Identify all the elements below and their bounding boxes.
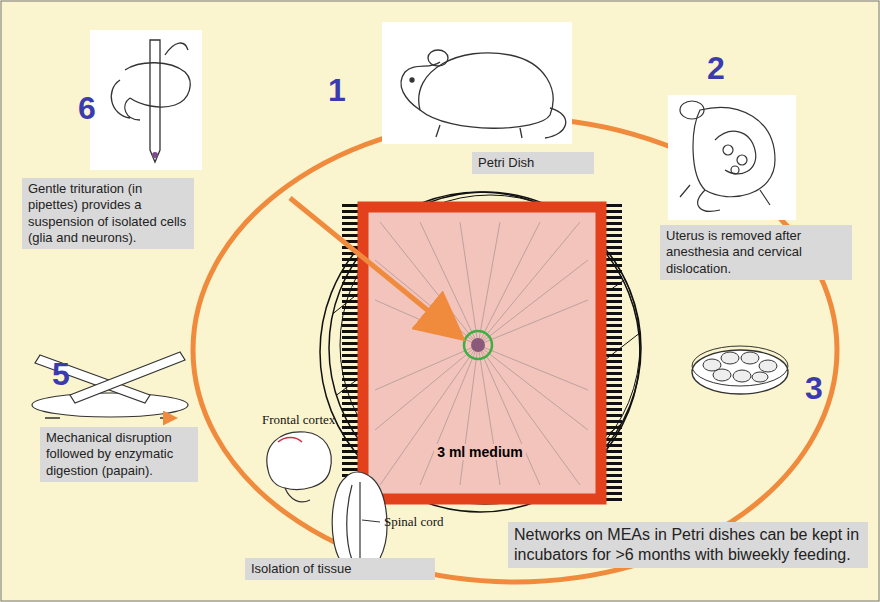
callout-number: 6: [78, 90, 96, 127]
text-box: Networks on MEAs in Petri dishes can be …: [508, 522, 868, 568]
box-text: Uterus is removed after anesthesia and c…: [666, 228, 846, 277]
mea-chip: 3 ml medium: [415, 444, 545, 460]
box-text: Gentle trituration (in pipettes) provide…: [28, 181, 188, 246]
box-text: Networks on MEAs in Petri dishes can be …: [514, 525, 862, 565]
callout-number: 3: [805, 370, 823, 407]
text-box: Uterus is removed after anesthesia and c…: [660, 225, 852, 280]
callout-number: 2: [707, 50, 725, 87]
part-label: Spinal cord: [384, 514, 444, 530]
box-text: Petri Dish: [478, 155, 588, 171]
box-text: Isolation of tissue: [251, 561, 429, 577]
callout-number: 1: [328, 72, 346, 109]
callout-number: 5: [52, 356, 70, 393]
box-text: Mechanical disruption followed by enzyma…: [46, 430, 192, 479]
box-text: 3 ml medium: [434, 444, 526, 460]
text-box: Gentle trituration (in pipettes) provide…: [22, 178, 194, 249]
text-box: Petri Dish: [472, 152, 594, 174]
text-box: Mechanical disruption followed by enzyma…: [40, 427, 198, 482]
text-box: Isolation of tissue: [245, 558, 435, 580]
part-label: Frontal cortex: [262, 412, 335, 428]
